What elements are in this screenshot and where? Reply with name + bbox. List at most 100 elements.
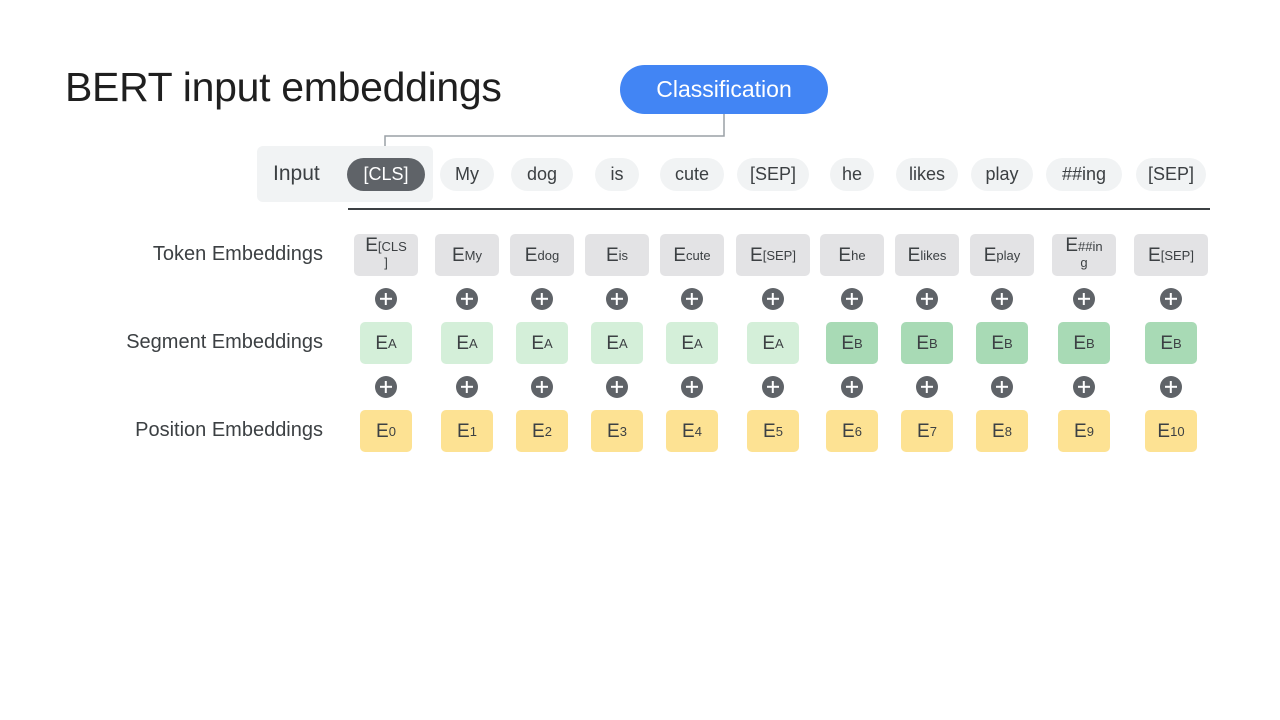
plus-circle-icon xyxy=(456,288,478,310)
token-embedding-subscript: [SEP] xyxy=(1160,247,1194,263)
plus-circle-icon xyxy=(681,288,703,310)
input-token[interactable]: play xyxy=(971,158,1033,191)
input-token[interactable]: ##ing xyxy=(1046,158,1122,191)
segment-embedding-subscript: A xyxy=(619,335,628,351)
token-embedding-letter: E xyxy=(838,244,852,266)
input-token[interactable]: is xyxy=(595,158,639,191)
position-embedding-subscript: 2 xyxy=(544,423,552,439)
token-embedding-letter: E xyxy=(1065,235,1079,256)
segment-embedding-subscript: B xyxy=(1004,335,1013,351)
token-embedding-subscript: is xyxy=(618,247,629,263)
plus-circle-icon xyxy=(762,376,784,398)
segment-embedding-subscript: A xyxy=(469,335,478,351)
input-token[interactable]: [CLS] xyxy=(347,158,425,191)
position-embedding-letter: E xyxy=(457,420,470,442)
plus-circle-icon xyxy=(531,376,553,398)
token-embedding-wrap: g xyxy=(1080,255,1088,270)
plus-circle-icon xyxy=(375,288,397,310)
segment-embedding-letter: E xyxy=(681,332,694,354)
classification-button[interactable]: Classification xyxy=(620,65,828,114)
input-token[interactable]: likes xyxy=(896,158,958,191)
segment-embedding-letter: E xyxy=(916,332,929,354)
position-embedding-letter: E xyxy=(682,420,695,442)
plus-circle-icon xyxy=(991,376,1013,398)
segment-embedding-subscript: B xyxy=(1173,335,1182,351)
position-embedding-letter: E xyxy=(1074,420,1087,442)
plus-circle-icon xyxy=(916,288,938,310)
token-embedding-subscript: My xyxy=(464,247,483,263)
token-embedding-subscript: [CLS xyxy=(377,239,407,254)
position-embedding-subscript: 5 xyxy=(775,423,783,439)
token-embedding-letter: E xyxy=(524,244,538,266)
token-embedding-subscript: dog xyxy=(537,247,560,263)
token-embedding-line: E##in xyxy=(1065,236,1102,255)
segment-embedding-subscript: B xyxy=(854,335,863,351)
position-embedding-letter: E xyxy=(1157,420,1171,442)
plus-circle-icon xyxy=(762,288,784,310)
plus-circle-icon xyxy=(1073,288,1095,310)
input-token[interactable]: cute xyxy=(660,158,724,191)
segment-embedding-subscript: A xyxy=(694,335,703,351)
token-embedding-wrap: ] xyxy=(384,255,388,270)
segment-embedding-subscript: B xyxy=(929,335,938,351)
segment-embeddings-label: Segment Embeddings xyxy=(126,331,323,353)
input-token[interactable]: [SEP] xyxy=(737,158,809,191)
position-embedding-letter: E xyxy=(842,420,855,442)
plus-circle-icon xyxy=(991,288,1013,310)
position-embedding-letter: E xyxy=(763,420,776,442)
plus-circle-icon xyxy=(606,288,628,310)
plus-circle-icon xyxy=(1160,376,1182,398)
segment-embedding-subscript: A xyxy=(775,335,784,351)
position-embedding-subscript: 3 xyxy=(619,423,627,439)
plus-circle-icon xyxy=(681,376,703,398)
plus-circle-icon xyxy=(606,376,628,398)
token-embedding-box: E[SEP] xyxy=(1134,234,1208,276)
position-embedding-subscript: 7 xyxy=(929,423,937,439)
position-embedding-letter: E xyxy=(376,420,389,442)
segment-embedding-letter: E xyxy=(841,332,854,354)
plus-circle-icon xyxy=(375,376,397,398)
token-embedding-subscript: likes xyxy=(920,247,947,263)
token-embedding-subscript: cute xyxy=(686,247,711,263)
token-embedding-letter: E xyxy=(673,244,687,266)
position-embedding-subscript: 9 xyxy=(1086,423,1094,439)
token-embedding-letter: E xyxy=(451,244,465,266)
position-embedding-subscript: 4 xyxy=(694,423,702,439)
position-embedding-subscript: 0 xyxy=(388,423,396,439)
input-token[interactable]: My xyxy=(440,158,494,191)
position-embedding-letter: E xyxy=(607,420,620,442)
token-embeddings-label: Token Embeddings xyxy=(152,243,323,265)
token-embedding-letter: E xyxy=(605,244,619,266)
segment-embedding-letter: E xyxy=(456,332,469,354)
token-embedding-subscript: play xyxy=(996,247,1021,263)
input-token[interactable]: [SEP] xyxy=(1136,158,1206,191)
input-token[interactable]: he xyxy=(830,158,874,191)
segment-embedding-letter: E xyxy=(1160,332,1173,354)
position-embeddings-label: Position Embeddings xyxy=(135,419,323,441)
token-embedding-letter: E xyxy=(983,244,997,266)
input-token[interactable]: dog xyxy=(511,158,573,191)
token-embedding-box: E[CLS] xyxy=(354,234,418,276)
segment-embedding-letter: E xyxy=(375,332,388,354)
plus-circle-icon xyxy=(841,288,863,310)
segment-embedding-letter: E xyxy=(762,332,775,354)
